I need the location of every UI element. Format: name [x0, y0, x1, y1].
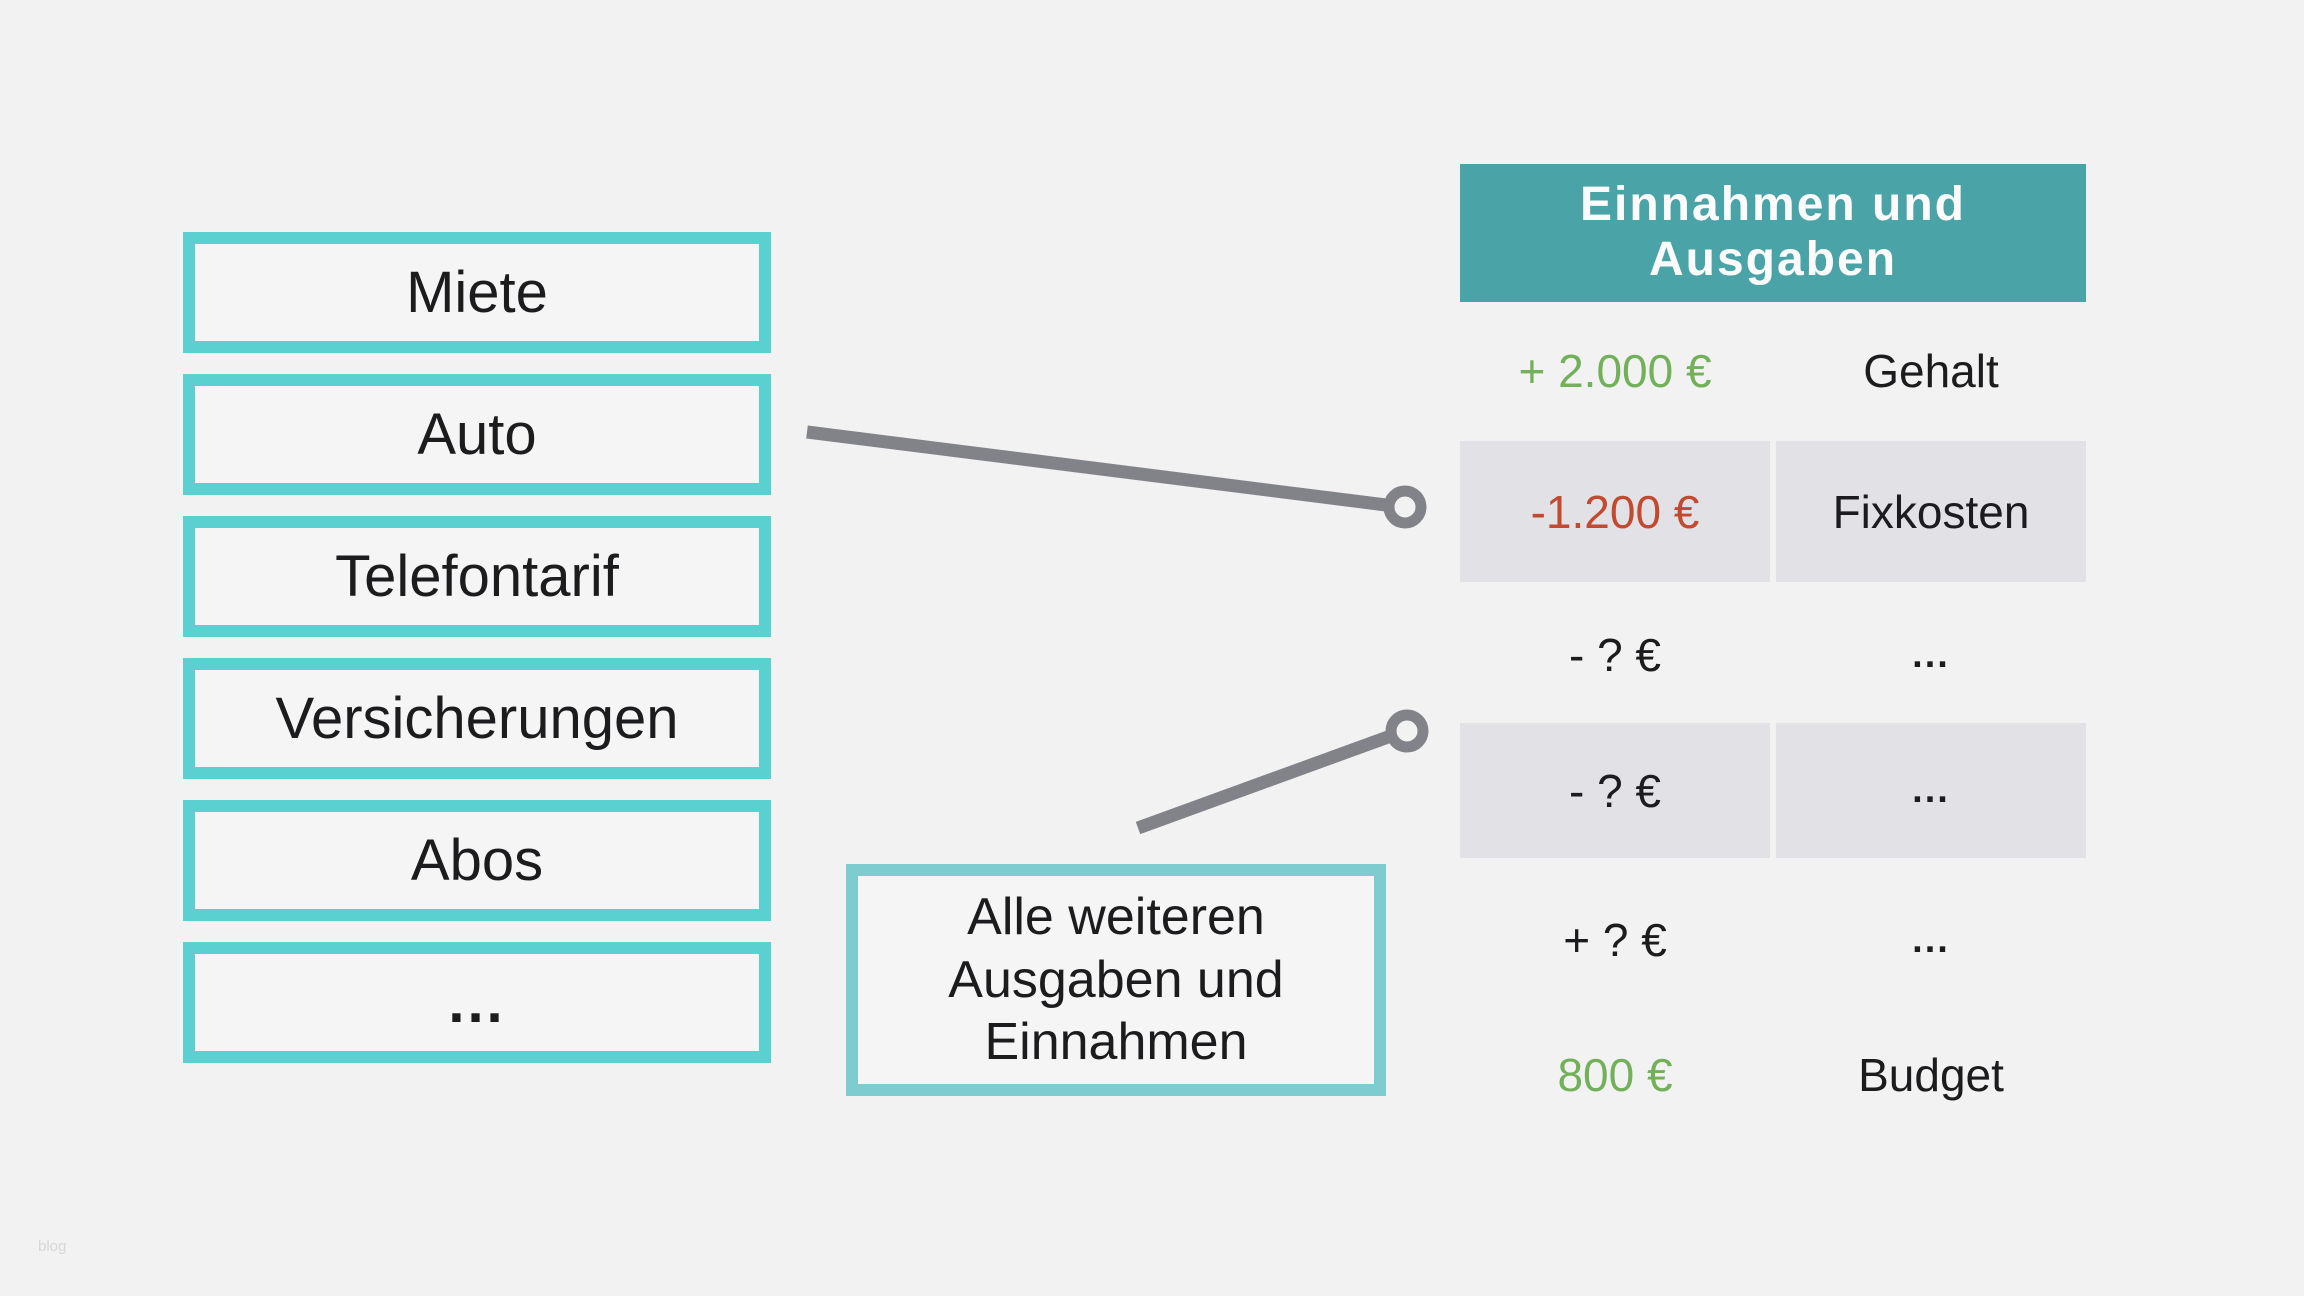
table-row-gehalt: + 2.000 € Gehalt [1460, 316, 2086, 426]
label-cell: ... [1912, 918, 1950, 961]
expense-box-label: Versicherungen [275, 686, 679, 751]
expense-box-versicherungen: Versicherungen [183, 658, 771, 779]
note-line: Einnahmen [984, 1013, 1248, 1072]
connector-ring-icon [1385, 709, 1429, 753]
expense-box-label: Abos [410, 828, 544, 893]
expense-box-label: Miete [406, 260, 548, 325]
watermark-text: blog [38, 1238, 67, 1255]
expense-box-auto: Auto [183, 374, 771, 495]
connector-auto-to-fixkosten-row [806, 425, 1427, 529]
label-cell: ... [1912, 633, 1950, 676]
label-cell: Fixkosten [1776, 441, 2086, 582]
table-row-unknown-income: + ? € ... [1460, 885, 2086, 995]
fixed-cost-list: Miete Auto Telefontarif Versicherungen A… [183, 232, 771, 1063]
table-title-line: Einnahmen und [1580, 178, 1966, 232]
amount-cell: -1.200 € [1460, 441, 1770, 582]
note-line: Alle weiteren [967, 888, 1265, 947]
note-line: Ausgaben und [948, 950, 1284, 1009]
expense-box-label: Auto [417, 402, 537, 467]
table-row-unknown-expense-1: - ? € ... [1460, 600, 2086, 710]
expense-box-abos: Abos [183, 800, 771, 921]
label-cell: Budget [1858, 1049, 2004, 1101]
table-row-unknown-expense-2: - ? € ... [1460, 723, 2086, 858]
budget-table: Einnahmen und Ausgaben + 2.000 € Gehalt … [1460, 0, 2086, 1296]
amount-cell: + ? € [1563, 914, 1667, 966]
table-header: Einnahmen und Ausgaben [1460, 164, 2086, 302]
expense-box-miete: Miete [183, 232, 771, 353]
table-row-budget: 800 € Budget [1460, 1020, 2086, 1130]
connector-notebox-to-variable-row [1135, 709, 1429, 835]
amount-cell: 800 € [1557, 1049, 1673, 1101]
connector-line [1135, 730, 1391, 835]
table-row-fixkosten: -1.200 € Fixkosten [1460, 441, 2086, 582]
expense-box-label: ... [448, 970, 506, 1035]
label-cell: ... [1776, 723, 2086, 858]
expense-box-label: Telefontarif [335, 544, 619, 609]
expense-box-telefontarif: Telefontarif [183, 516, 771, 637]
connector-ring-icon [1383, 485, 1427, 529]
amount-cell: + 2.000 € [1518, 345, 1712, 397]
connector-line [806, 425, 1387, 512]
other-income-expenses-box: Alle weiteren Ausgaben und Einnahmen [846, 864, 1386, 1096]
amount-cell: - ? € [1460, 723, 1770, 858]
table-title-line: Ausgaben [1648, 233, 1898, 286]
amount-cell: - ? € [1568, 629, 1662, 681]
label-cell: Gehalt [1863, 345, 1999, 397]
expense-box-ellipsis: ... [183, 942, 771, 1063]
